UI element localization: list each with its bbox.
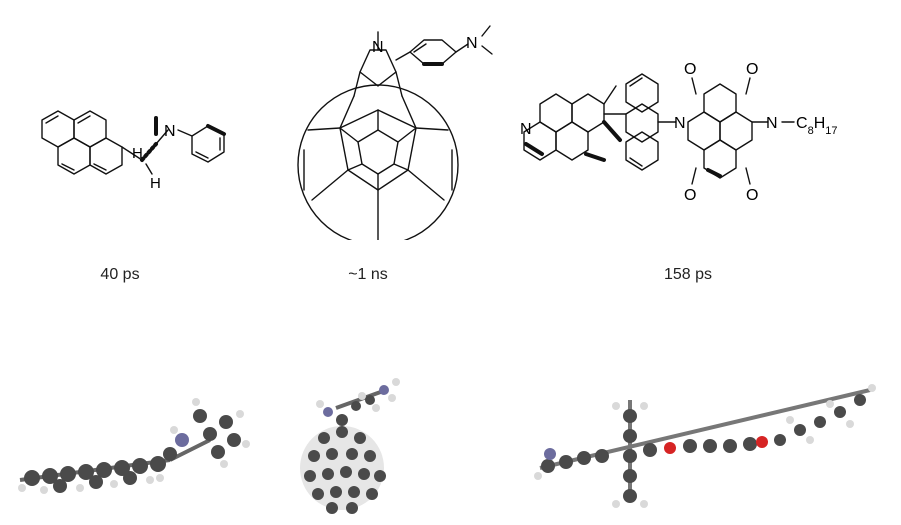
hydrogen-label: H xyxy=(150,175,161,192)
fullerene-pyrrolidine-structure-icon: N N xyxy=(297,25,493,246)
pyrene-amine-structure-icon: N H H xyxy=(41,110,226,192)
pyrrolidine-nitrogen-label: N xyxy=(372,39,384,56)
carbonyl-oxygen-label: O xyxy=(746,187,758,204)
julolidine-anthracene-naphthalimide-structure-icon: N N N C8H17 O O O O xyxy=(520,61,838,204)
hydrogen-label: H xyxy=(132,145,143,162)
lifetime-caption-3: 158 ps xyxy=(663,266,713,283)
imide-nitrogen-label-2: N xyxy=(766,115,778,132)
carbonyl-oxygen-label: O xyxy=(684,61,696,78)
dimethylamino-nitrogen-label: N xyxy=(466,35,478,52)
lifetime-caption-2: ~1 ns xyxy=(348,266,388,283)
model-panel-2 xyxy=(296,360,406,520)
carbonyl-oxygen-label: O xyxy=(684,187,696,204)
pyrene-amine-ball-stick-icon xyxy=(18,398,250,494)
fullerene-ball-stick-icon xyxy=(300,378,400,514)
structure-panel-2: N N xyxy=(268,0,528,246)
model-panel-1 xyxy=(10,370,260,510)
model-panel-3 xyxy=(530,380,895,520)
imide-nitrogen-label: N xyxy=(674,115,686,132)
julolidine-anthracene-naphthalimide-ball-stick-icon xyxy=(534,384,876,508)
octyl-chain-label: C8H17 xyxy=(796,115,838,137)
structure-panel-3: N N N C8H17 O O O O xyxy=(520,50,895,240)
julolidine-nitrogen-label: N xyxy=(520,121,532,138)
nitrogen-label: N xyxy=(164,123,176,140)
carbonyl-oxygen-label: O xyxy=(746,61,758,78)
structure-panel-1: N H H xyxy=(20,80,280,230)
lifetime-caption-1: 40 ps xyxy=(100,266,140,283)
